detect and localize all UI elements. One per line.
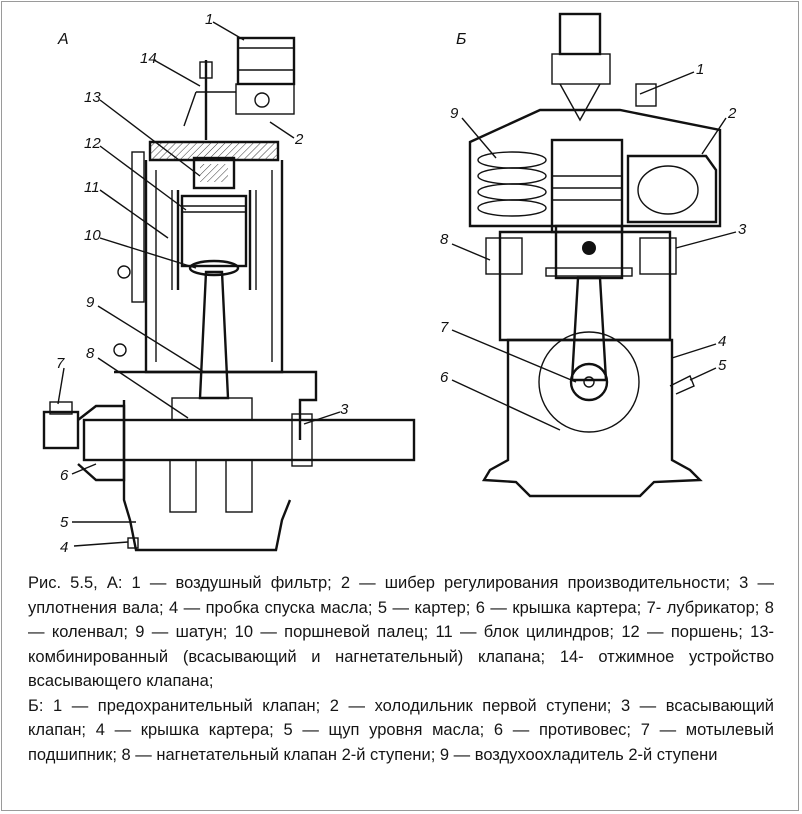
label-a-14: 14 bbox=[140, 50, 157, 67]
figure-caption: Рис. 5.5, А: 1 — воздушный фильтр; 2 — ш… bbox=[28, 571, 774, 767]
piston bbox=[180, 194, 248, 268]
safety-valve bbox=[558, 12, 602, 56]
caption-b: Б: 1 — предохранительный клапан; 2 — хол… bbox=[28, 696, 774, 764]
label-a-13: 13 bbox=[84, 89, 101, 106]
lubricator bbox=[42, 410, 80, 450]
label-b-7: 7 bbox=[440, 319, 449, 336]
label-a-5: 5 bbox=[60, 514, 69, 531]
label-b-9: 9 bbox=[450, 105, 459, 122]
label-b-3: 3 bbox=[738, 221, 747, 238]
damper-body bbox=[235, 83, 295, 115]
crankcase bbox=[114, 370, 318, 440]
valve-assembly bbox=[192, 156, 236, 190]
oil-dipstick bbox=[669, 375, 695, 395]
discharge-valve bbox=[485, 237, 523, 275]
air-cooler-coils bbox=[477, 151, 547, 217]
connecting-rod bbox=[198, 270, 230, 400]
label-b-5: 5 bbox=[718, 357, 727, 374]
label-b-6: 6 bbox=[440, 369, 449, 386]
first-stage-cooler bbox=[626, 154, 718, 224]
label-b-8: 8 bbox=[440, 231, 449, 248]
label-a-3: 3 bbox=[340, 401, 349, 418]
label-a-9: 9 bbox=[86, 294, 95, 311]
air-filter bbox=[236, 36, 296, 86]
compressor-b-drawing: Б bbox=[440, 12, 747, 498]
upper-cylinder bbox=[550, 138, 624, 234]
piston-pin bbox=[188, 259, 240, 277]
shaft-seal bbox=[291, 413, 313, 467]
label-a-2: 2 bbox=[294, 131, 304, 148]
label-a-8: 8 bbox=[86, 345, 95, 362]
suction-valve bbox=[639, 237, 677, 275]
crankshaft bbox=[82, 418, 416, 462]
label-b-1: 1 bbox=[696, 61, 704, 78]
leader-lines-b bbox=[451, 71, 737, 431]
label-a-10: 10 bbox=[84, 227, 101, 244]
label-b-4: 4 bbox=[718, 333, 726, 350]
counterweight bbox=[538, 331, 640, 433]
compressor-drawing: А bbox=[42, 11, 747, 556]
label-a-6: 6 bbox=[60, 467, 69, 484]
label-a-1: 1 bbox=[205, 11, 213, 28]
label-a-4: 4 bbox=[60, 539, 68, 556]
crankcase-b bbox=[481, 338, 703, 498]
crankcase-cover bbox=[77, 404, 126, 482]
compressor-a-drawing: А bbox=[42, 11, 416, 556]
caption-a: Рис. 5.5, А: 1 — воздушный фильтр; 2 — ш… bbox=[28, 574, 774, 690]
crank-bearing bbox=[569, 362, 609, 402]
head-housing bbox=[468, 108, 722, 228]
label-b-2: 2 bbox=[727, 105, 737, 122]
label-a-12: 12 bbox=[84, 135, 101, 152]
oil-drain-plug bbox=[127, 537, 139, 549]
panel-a-title: А bbox=[57, 31, 69, 48]
label-a-11: 11 bbox=[84, 179, 100, 196]
leader-lines-a bbox=[57, 21, 341, 547]
panel-b-title: Б bbox=[456, 31, 466, 48]
label-a-7: 7 bbox=[56, 355, 65, 372]
